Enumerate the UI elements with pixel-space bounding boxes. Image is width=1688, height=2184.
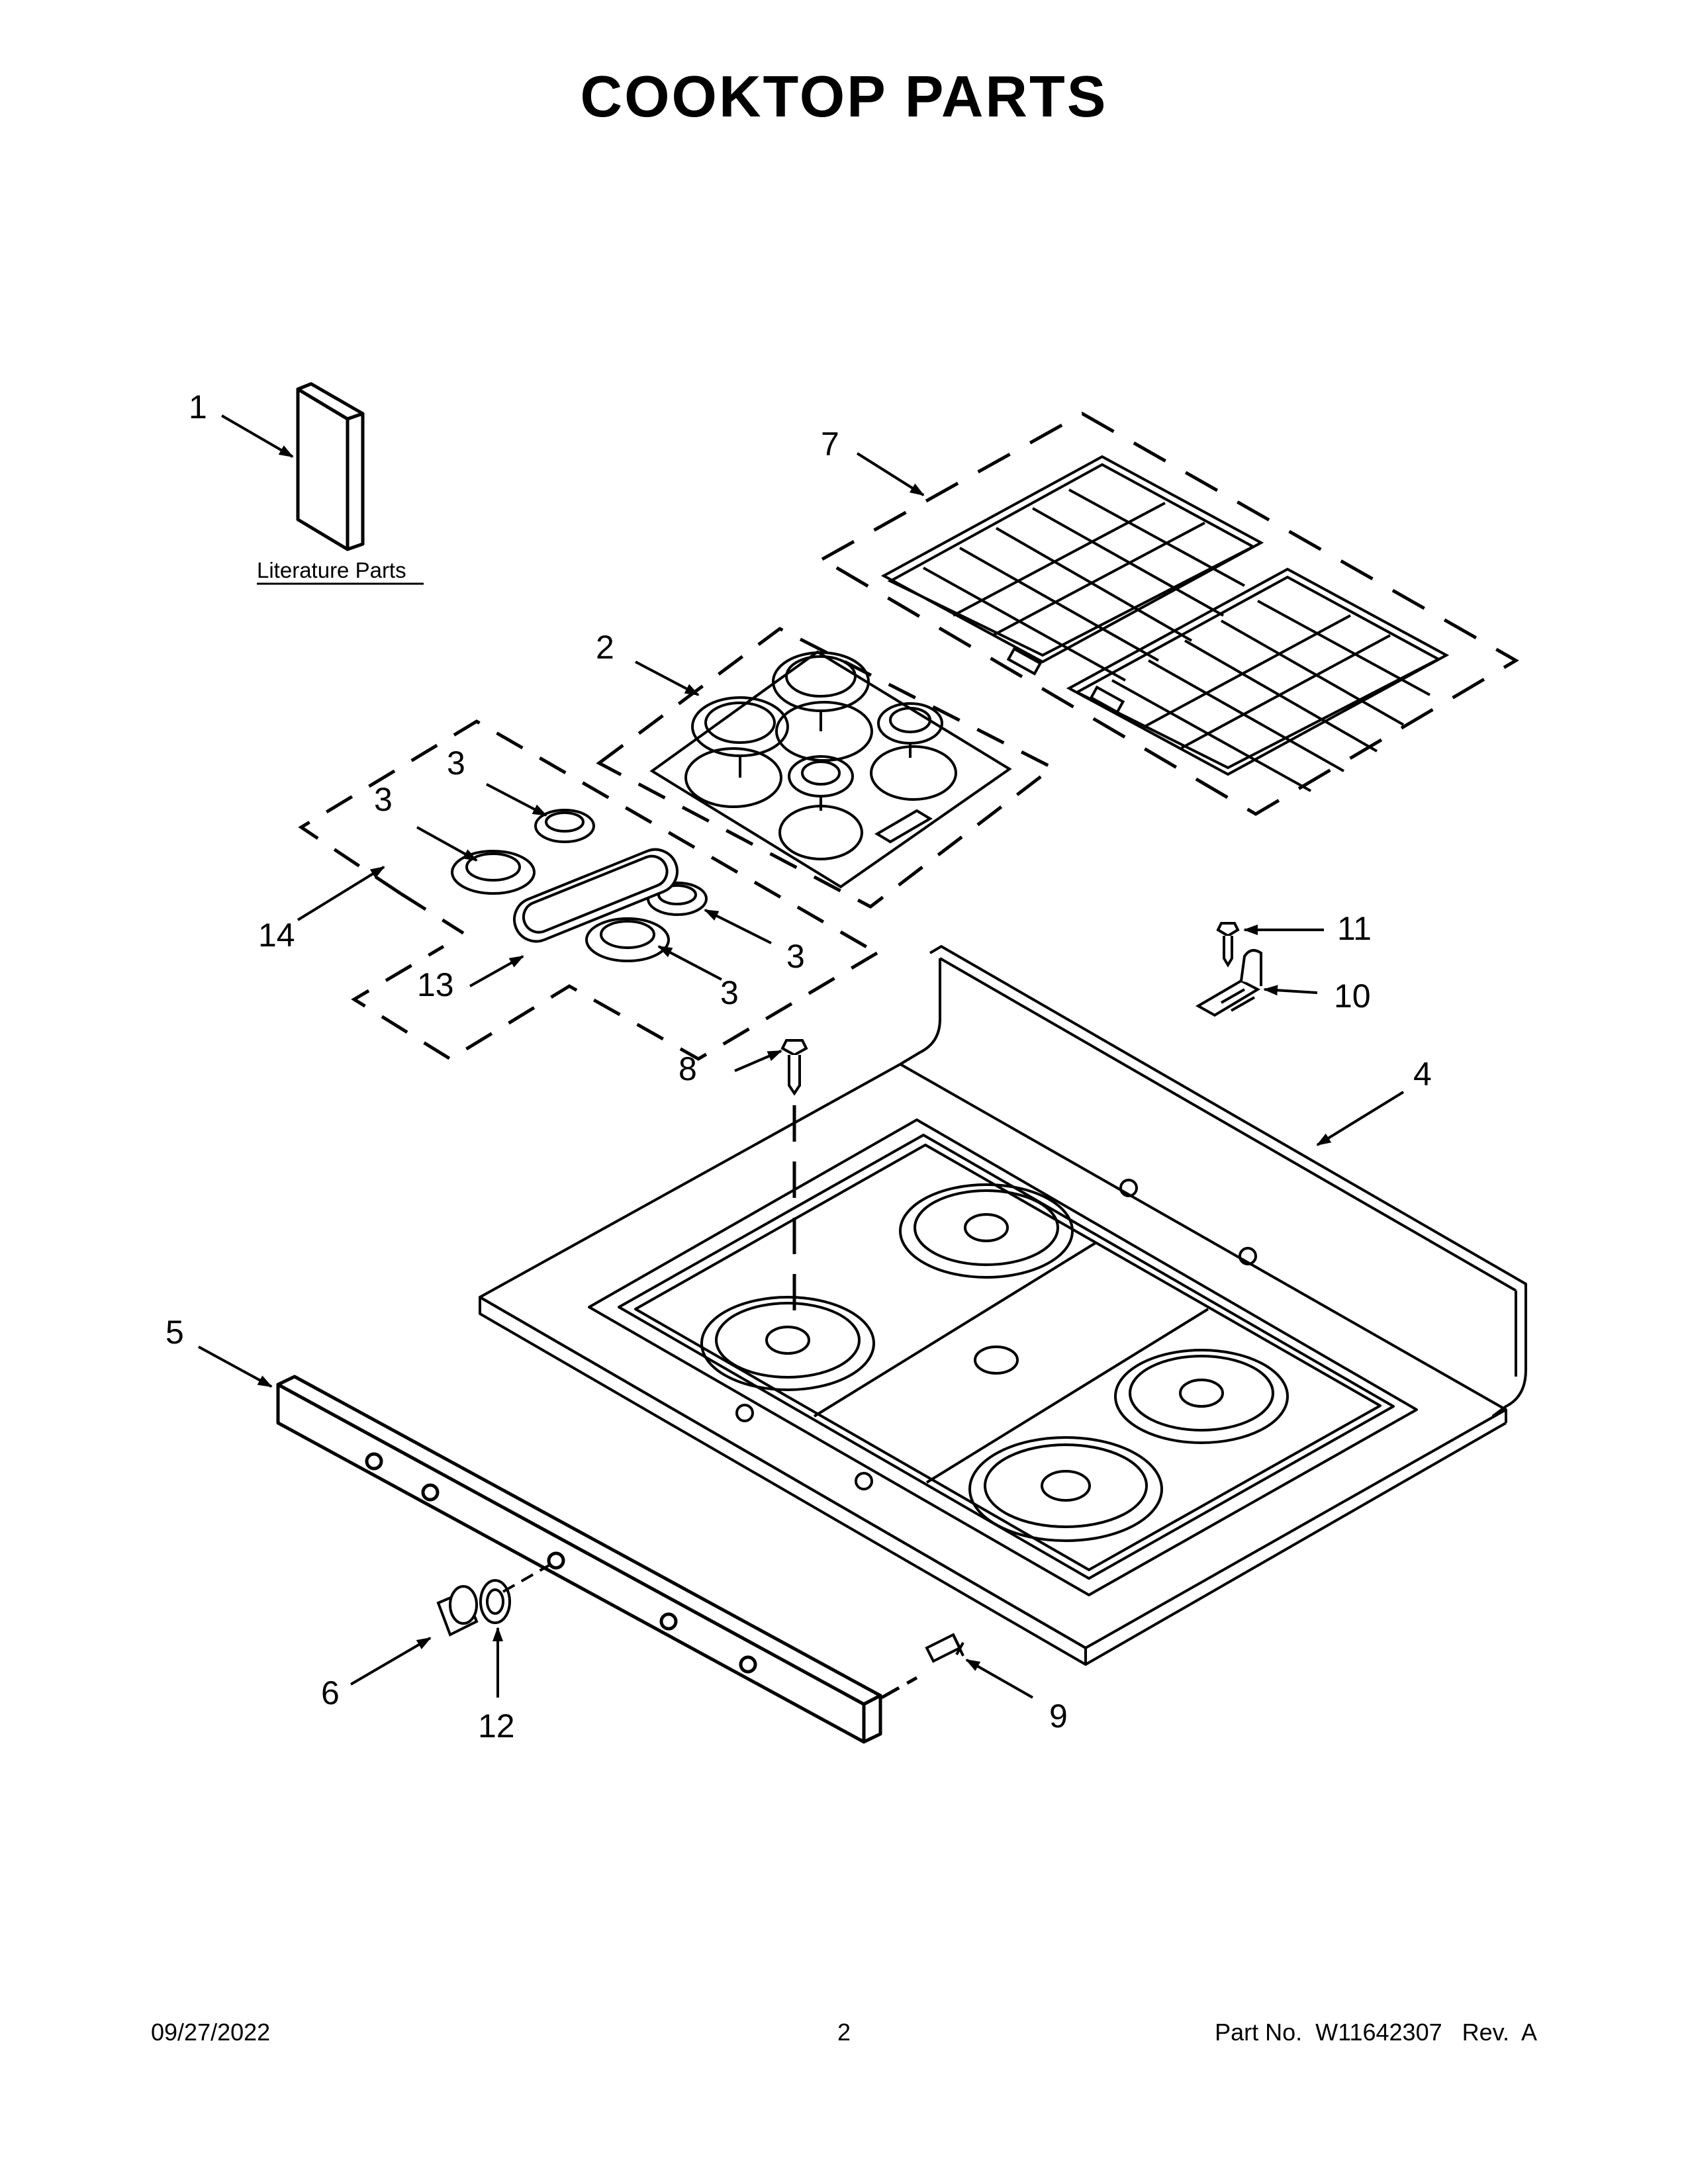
grates-dashed-boundary [818,412,1519,816]
callout-3a: 3 [447,745,465,782]
callout-9: 9 [1049,1698,1068,1735]
callout-7: 7 [821,426,839,463]
oval-burner[interactable] [508,843,684,948]
callout-2: 2 [596,629,614,666]
callout-5: 5 [165,1314,184,1351]
callout-3b: 3 [374,781,393,818]
callout-11: 11 [1337,910,1372,947]
manifold-panel[interactable] [276,1375,882,1744]
cooktop-main-panel[interactable] [479,945,1527,1666]
control-knob[interactable] [436,1585,479,1637]
burner-heads[interactable] [451,809,708,962]
footer-part-number: Part No. W11642307 Rev. A [1215,2019,1537,2046]
callout-4: 4 [1413,1056,1432,1093]
callout-6: 6 [321,1674,340,1711]
callout-8: 8 [679,1050,697,1087]
burner-mat-dashed-boundary [596,627,1056,909]
burners-dashed-boundary [298,719,878,1061]
callout-numbers: 1 7 2 3 3 14 13 3 3 11 10 8 4 5 6 12 9 [165,388,1432,1745]
knob-bezel[interactable] [479,1562,553,1624]
anti-tip-bracket[interactable] [1195,949,1262,1017]
cooktop-grates[interactable] [880,455,1450,792]
screw-9[interactable] [880,1633,964,1700]
callout-10: 10 [1334,978,1371,1015]
callout-3c: 3 [786,938,805,975]
callout-12: 12 [478,1707,515,1745]
callout-3d: 3 [720,974,739,1011]
screw-11[interactable] [1216,922,1240,968]
page-title: COOKTOP PARTS [580,64,1108,129]
burner-mat[interactable] [649,650,1012,889]
footer-page-number: 2 [837,2019,851,2046]
callout-1: 1 [189,388,207,426]
screw-8[interactable] [780,1039,808,1317]
literature-booklet[interactable] [296,382,365,551]
leader-arrows [198,414,1405,1699]
literature-label[interactable]: Literature Parts [257,558,406,582]
callout-13: 13 [417,966,454,1003]
callout-14: 14 [258,917,295,954]
footer-date: 09/27/2022 [151,2019,271,2046]
